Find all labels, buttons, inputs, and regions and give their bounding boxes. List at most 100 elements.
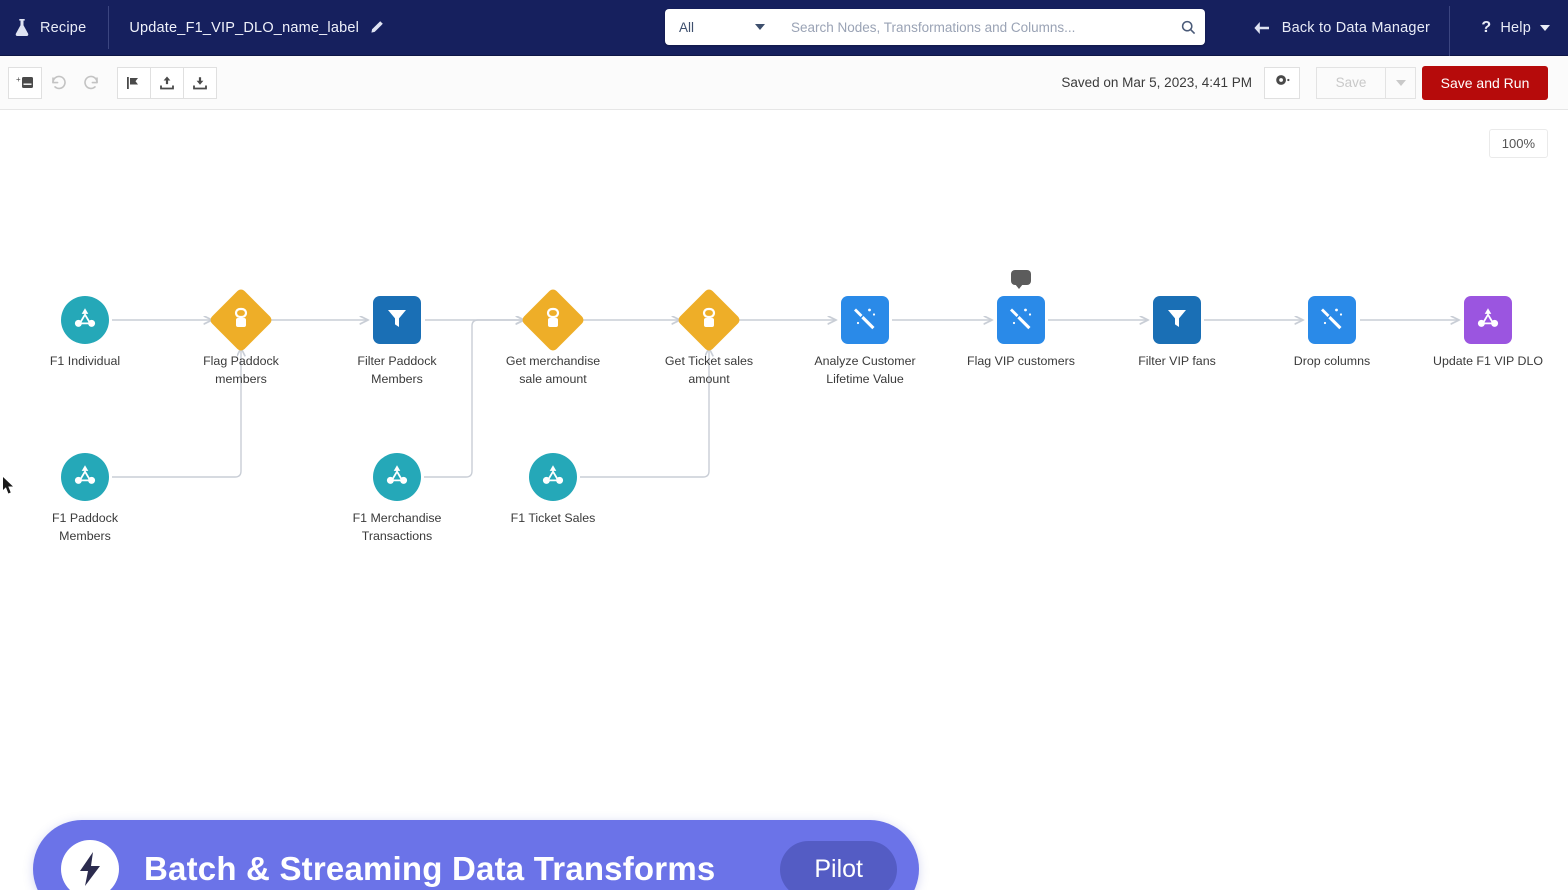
comment-bubble-icon[interactable] [1011,270,1031,289]
gear-icon [1274,72,1291,93]
help-label: Help [1500,19,1531,36]
nav-divider [1449,6,1450,61]
download-button[interactable] [183,66,217,99]
lightning-bolt-icon [61,840,119,890]
data-source-icon [540,462,566,493]
node-shape [997,296,1045,344]
add-node-button[interactable]: + [8,66,42,99]
feature-banner: Batch & Streaming Data Transforms Pilot [33,820,919,890]
node-shape [676,287,742,353]
chevron-down-icon [755,24,765,30]
node-label: F1 Individual [49,354,121,368]
node-label: Drop columns [1293,354,1371,368]
node-update-f1-vip-dlo[interactable]: Update F1 VIP DLO [1413,296,1563,371]
top-navigation-bar: Recipe Update_F1_VIP_DLO_name_label All … [0,0,1568,61]
save-button[interactable]: Save [1316,66,1386,99]
recipe-beaker-icon [14,18,30,37]
chevron-down-icon [1540,24,1550,31]
node-label: Filter VIP fans [1138,354,1216,368]
node-shape [1464,296,1512,344]
data-output-icon [1475,305,1501,336]
preview-button[interactable] [117,66,151,99]
back-to-data-manager-label: Back to Data Manager [1281,19,1430,36]
save-and-run-button[interactable]: Save and Run [1422,65,1548,100]
question-mark-icon: ? [1481,18,1492,36]
arrow-left-icon [1253,21,1270,35]
join-icon [542,306,564,335]
node-shape [61,296,109,344]
global-search-bar: All [665,9,1205,45]
node-flag-vip-customers[interactable]: Flag VIP customers [946,270,1096,371]
funnel-icon [1165,306,1189,335]
recipe-home-button[interactable]: Recipe [0,0,108,55]
join-icon [698,306,720,335]
data-source-icon [72,305,98,336]
connector-wires [112,110,1568,478]
redo-button[interactable] [74,67,108,99]
join-icon [230,306,252,335]
chevron-down-icon [1395,79,1406,86]
save-options-dropdown[interactable] [1386,66,1416,99]
recipe-settings-button[interactable] [1264,66,1300,99]
node-f1-individual[interactable]: F1 Individual [10,296,160,371]
search-scope-value: All [679,19,695,35]
toolbar-button-group: + [0,66,217,99]
download-icon [192,75,208,91]
node-f1-ticket-sales[interactable]: F1 Ticket Sales [478,453,628,528]
search-scope-dropdown[interactable]: All [665,9,777,45]
node-filter-vip-fans[interactable]: Filter VIP fans [1102,296,1252,371]
node-drop-columns[interactable]: Drop columns [1257,296,1407,371]
search-input[interactable] [791,19,1171,35]
preview-flag-icon [125,75,143,91]
node-shape [841,296,889,344]
node-shape [520,287,586,353]
node-label: Flag VIP customers [967,354,1075,368]
node-shape [208,287,274,353]
funnel-icon [385,306,409,335]
undo-icon [50,75,67,91]
undo-button[interactable] [41,67,75,99]
recipe-title: Update_F1_VIP_DLO_name_label [129,19,360,36]
zoom-level-indicator[interactable]: 100% [1488,129,1548,158]
node-label: Update F1 VIP DLO [1433,354,1543,368]
node-shape [373,453,421,501]
redo-icon [83,75,100,91]
node-shape [1153,296,1201,344]
help-menu-button[interactable]: ? Help [1463,0,1568,55]
upload-button[interactable] [150,66,184,99]
search-icon[interactable] [1171,20,1205,35]
recipe-toolbar: + Save [0,56,1568,110]
magic-wand-icon [852,305,878,336]
node-label: F1 Ticket Sales [510,511,596,525]
mouse-pointer-icon [2,476,16,496]
data-source-icon [72,462,98,493]
saved-timestamp: Saved on Mar 5, 2023, 4:41 PM [1061,75,1252,90]
back-to-data-manager-button[interactable]: Back to Data Manager [1235,0,1448,55]
svg-text:+: + [16,75,21,84]
nav-divider [108,6,110,49]
search-input-wrapper[interactable] [777,9,1171,45]
magic-wand-icon [1008,305,1034,336]
add-node-icon: + [16,75,34,91]
recipe-label: Recipe [40,19,87,36]
node-shape [61,453,109,501]
node-shape [529,453,577,501]
node-shape [1308,296,1356,344]
recipe-title-group: Update_F1_VIP_DLO_name_label [109,0,402,55]
pencil-icon[interactable] [369,20,384,35]
